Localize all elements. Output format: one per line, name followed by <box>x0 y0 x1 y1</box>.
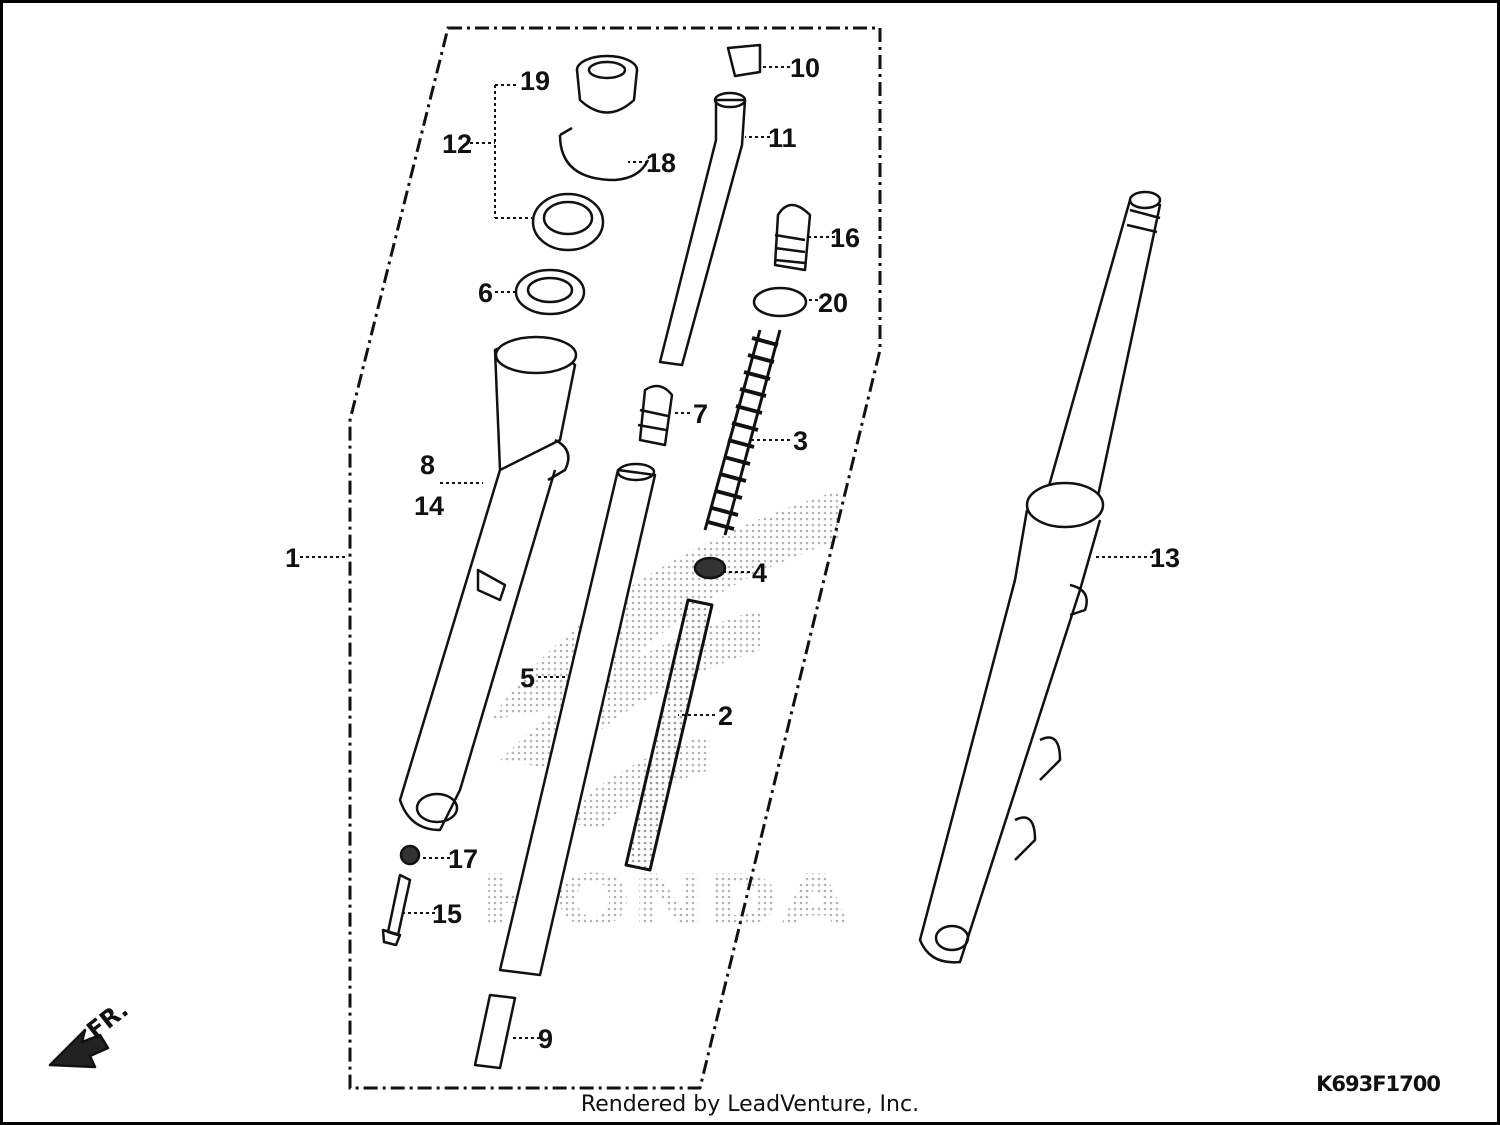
washer <box>399 844 421 866</box>
callout-5: 5 <box>520 663 535 693</box>
backup-ring <box>514 268 586 316</box>
damper-rod <box>658 91 747 367</box>
callout-8: 8 <box>420 450 435 480</box>
callout-9: 9 <box>538 1024 553 1054</box>
leader-lines <box>300 66 1153 1039</box>
callout-19: 19 <box>520 66 550 96</box>
callout-6: 6 <box>478 278 493 308</box>
oil-seal-clip <box>558 126 650 182</box>
slide-bushing <box>473 993 517 1070</box>
socket-bolt <box>381 873 412 947</box>
callout-15: 15 <box>432 899 462 929</box>
rebound-spring <box>624 598 714 872</box>
spring-seat <box>637 384 674 447</box>
callout-2: 2 <box>718 701 733 731</box>
callout-20: 20 <box>818 288 848 318</box>
callout-3: 3 <box>793 426 808 456</box>
oil-seal <box>531 192 605 252</box>
direction-label: FR. <box>81 995 133 1044</box>
fork-spring <box>703 329 782 536</box>
diagram-code: K693F1700 <box>1316 1072 1441 1096</box>
callout-12: 12 <box>442 129 472 159</box>
callout-7: 7 <box>693 399 708 429</box>
callout-14: 14 <box>414 491 444 521</box>
fork-assembly <box>918 190 1162 964</box>
callout-18: 18 <box>646 148 676 178</box>
footer-credit: Rendered by LeadVenture, Inc. <box>580 1092 920 1117</box>
assembly-boundary <box>348 26 882 1090</box>
callout-17: 17 <box>448 844 478 874</box>
fork-pipe <box>498 462 657 977</box>
callout-11: 11 <box>768 123 797 153</box>
fork-slider <box>398 335 578 832</box>
spring-collar <box>693 556 727 580</box>
callout-10: 10 <box>790 53 820 83</box>
callout-1: 1 <box>285 543 300 573</box>
callout-4: 4 <box>752 558 767 588</box>
callout-16: 16 <box>830 223 860 253</box>
o-ring <box>752 286 808 318</box>
callout-13: 13 <box>1150 543 1180 573</box>
fork-bolt <box>773 203 812 272</box>
dust-seal <box>575 54 639 114</box>
fork-bushing-top <box>726 43 762 78</box>
front-direction-arrow <box>48 1028 110 1069</box>
